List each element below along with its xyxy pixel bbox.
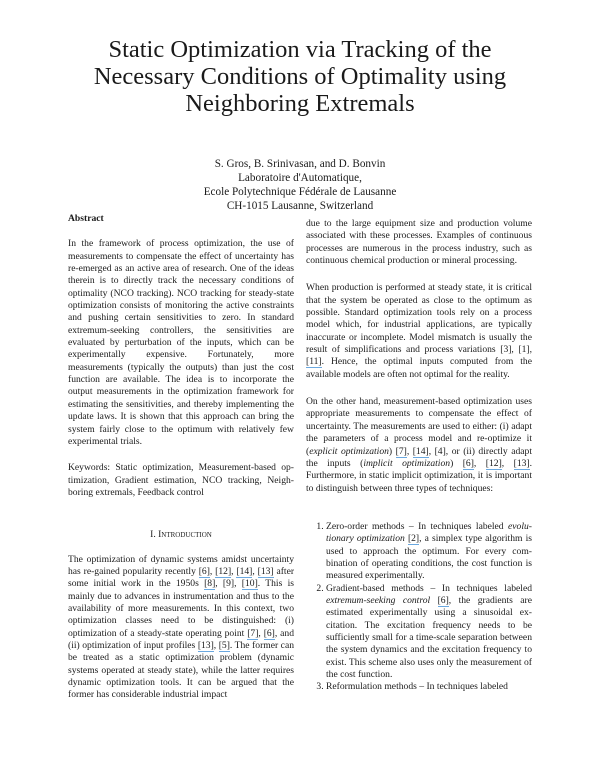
text-run: . This is mainly due to advances in inst… [68, 578, 294, 639]
affiliation-line: Ecole Polytechnique Fédérale de Lausanne [203, 186, 397, 198]
text-run: Zero-order methods – In techniques label… [326, 520, 509, 532]
paper-title: Static Optimization via Tracking of the … [40, 36, 560, 117]
text-run: , [252, 565, 258, 577]
citation-link[interactable]: [6] [437, 594, 449, 607]
affiliation-line: CH-1015 Lausanne, Switzerland [226, 200, 374, 212]
text-run: . The former can be treated as a static … [68, 639, 295, 701]
author-block: S. Gros, B. Srinivasan, and D. Bonvin La… [100, 157, 500, 213]
citation-link[interactable]: [5] [218, 639, 230, 652]
title-line: Necessary Conditions of Optimality using [93, 63, 507, 90]
text-run: , [4], or (ii) directly adapt the inputs… [306, 445, 533, 469]
right-body: due to the large equipment size and prod… [306, 218, 532, 495]
text-run: , [9], [215, 578, 242, 590]
citation-link[interactable]: [7] [247, 627, 259, 640]
citation-link[interactable]: [13] [197, 639, 214, 652]
list-item: Reformulation methods – In techniques la… [326, 681, 532, 693]
citation-link[interactable]: [14] [412, 445, 429, 458]
text-run: , [231, 565, 237, 577]
text-run: When production is performed at steady s… [306, 282, 532, 356]
text-run: ) [388, 445, 396, 457]
citation-link[interactable]: [14] [236, 565, 253, 578]
title-line: Static Optimization via Tracking of the [108, 36, 492, 63]
text-run: Reformulation methods – In techniques la… [326, 681, 508, 693]
citation-link[interactable]: [8] [204, 578, 216, 591]
text-run: , [258, 627, 264, 639]
citation-link[interactable]: [6] [263, 627, 275, 640]
emphasized-text: explicit optimization [309, 445, 389, 457]
citation-link[interactable]: [10] [241, 578, 258, 591]
introduction-body: The optimization of dynamic systems amid… [68, 554, 294, 702]
emphasized-text: implicit optimization [363, 457, 451, 469]
citation-link[interactable]: [12] [485, 457, 502, 470]
text-run: . Furthermore, in static implicit optimi… [306, 457, 533, 494]
text-run: due to the large equipment size and prod… [306, 218, 532, 267]
citation-link[interactable]: [2] [407, 533, 420, 546]
text-run: , [473, 457, 486, 469]
paragraph: due to the large equipment size and prod… [306, 218, 532, 267]
emphasized-text: evolu­tionary optimization [326, 520, 532, 545]
citation-link[interactable]: [11] [306, 356, 322, 369]
text-run [430, 595, 437, 606]
citation-link[interactable]: [12] [215, 565, 232, 578]
emphasized-text: extremum-seeking control [326, 594, 431, 606]
citation-link[interactable]: [13] [513, 457, 530, 470]
keywords: Keywords: Static optimization, Measureme… [68, 462, 294, 498]
text-run: , [209, 565, 216, 577]
left-column: Abstract In the framework of process opt… [68, 213, 294, 713]
text-run: , a simplex type algorithm is used to ap… [326, 533, 532, 582]
text-run: , the gradients are estimated experiment… [326, 594, 532, 680]
text-run: The optimization of dynamic systems amid… [68, 553, 294, 577]
text-run: , [213, 639, 219, 651]
text-run: , and (ii) optimization of input profile… [68, 627, 294, 651]
section-heading-introduction: I. Introduction [150, 529, 212, 541]
right-column: due to the large equipment size and prod… [306, 218, 532, 694]
method-list: Zero-order methods – In techniques label… [306, 521, 532, 694]
paragraph: On the other hand, measurement-based opt… [306, 396, 532, 495]
authors: S. Gros, B. Srinivasan, and D. Bonvin [214, 158, 386, 170]
text-run: , [406, 445, 413, 457]
text-run: after some initial work in the 1950s [68, 565, 295, 590]
abstract-heading: Abstract [68, 213, 104, 224]
list-item: Zero-order methods – In techniques label… [326, 521, 532, 583]
citation-link[interactable]: [6] [462, 457, 474, 470]
text-run: ) [450, 457, 463, 469]
affiliation-line: Laboratoire d'Automatique, [238, 172, 362, 184]
citation-link[interactable]: [6] [198, 565, 210, 578]
title-line: Neighboring Extremals [185, 90, 415, 117]
text-run: . Hence, the optimal inputs computed fro… [306, 356, 532, 380]
citation-link[interactable]: [13] [257, 565, 274, 578]
list-item: Gradient-based methods – In techniques l… [326, 583, 532, 682]
paragraph: The optimization of dynamic systems amid… [68, 554, 294, 702]
text-run: , [501, 457, 514, 469]
paragraph: When production is performed at steady s… [306, 282, 532, 381]
text-run: On the other hand, measurement-based opt… [306, 396, 532, 457]
abstract-text: In the framework of process optimization… [68, 238, 294, 447]
citation-link[interactable]: [7] [395, 445, 407, 458]
text-run: Gradient-based methods – In techniques l… [326, 582, 532, 594]
